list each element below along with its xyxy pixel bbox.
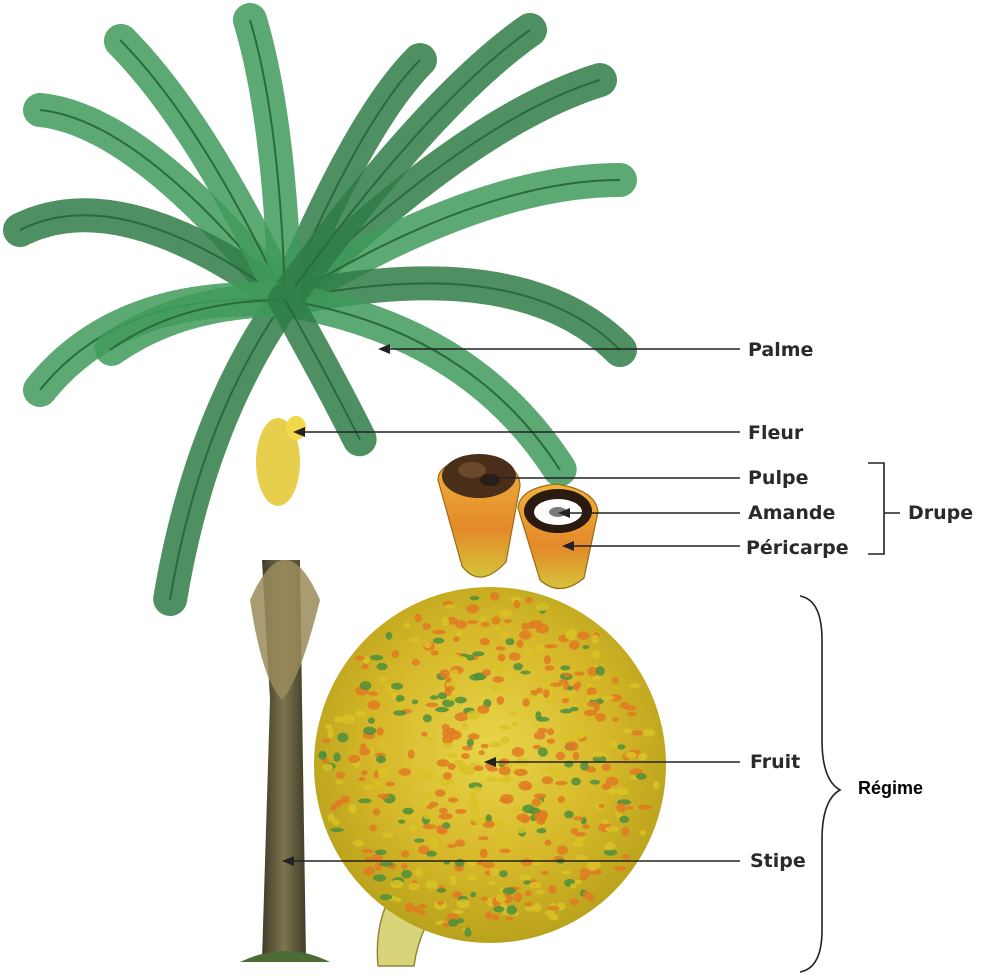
label-pulpe: Pulpe	[748, 467, 808, 489]
label-palme: Palme	[748, 339, 813, 361]
label-stipe: Stipe	[750, 850, 806, 872]
label-drupe: Drupe	[908, 502, 973, 524]
trunk-base	[240, 951, 330, 962]
label-pericarpe: Péricarpe	[746, 537, 849, 559]
label-fruit: Fruit	[750, 751, 800, 773]
bracket-drupe	[868, 463, 900, 554]
label-fleur: Fleur	[748, 422, 804, 444]
arrow-palme	[378, 344, 390, 354]
label-regime: Régime	[858, 778, 923, 798]
label-amande: Amande	[748, 502, 835, 524]
fruit-bunch-illustration	[314, 587, 666, 966]
frond-bases	[250, 560, 320, 700]
drupe-section-fruit	[518, 484, 598, 589]
labels: Palme Fleur Pulpe Amande Péricarpe Drupe…	[746, 339, 973, 872]
drupe-cut-fruit	[438, 454, 520, 577]
brace-regime	[800, 596, 840, 972]
